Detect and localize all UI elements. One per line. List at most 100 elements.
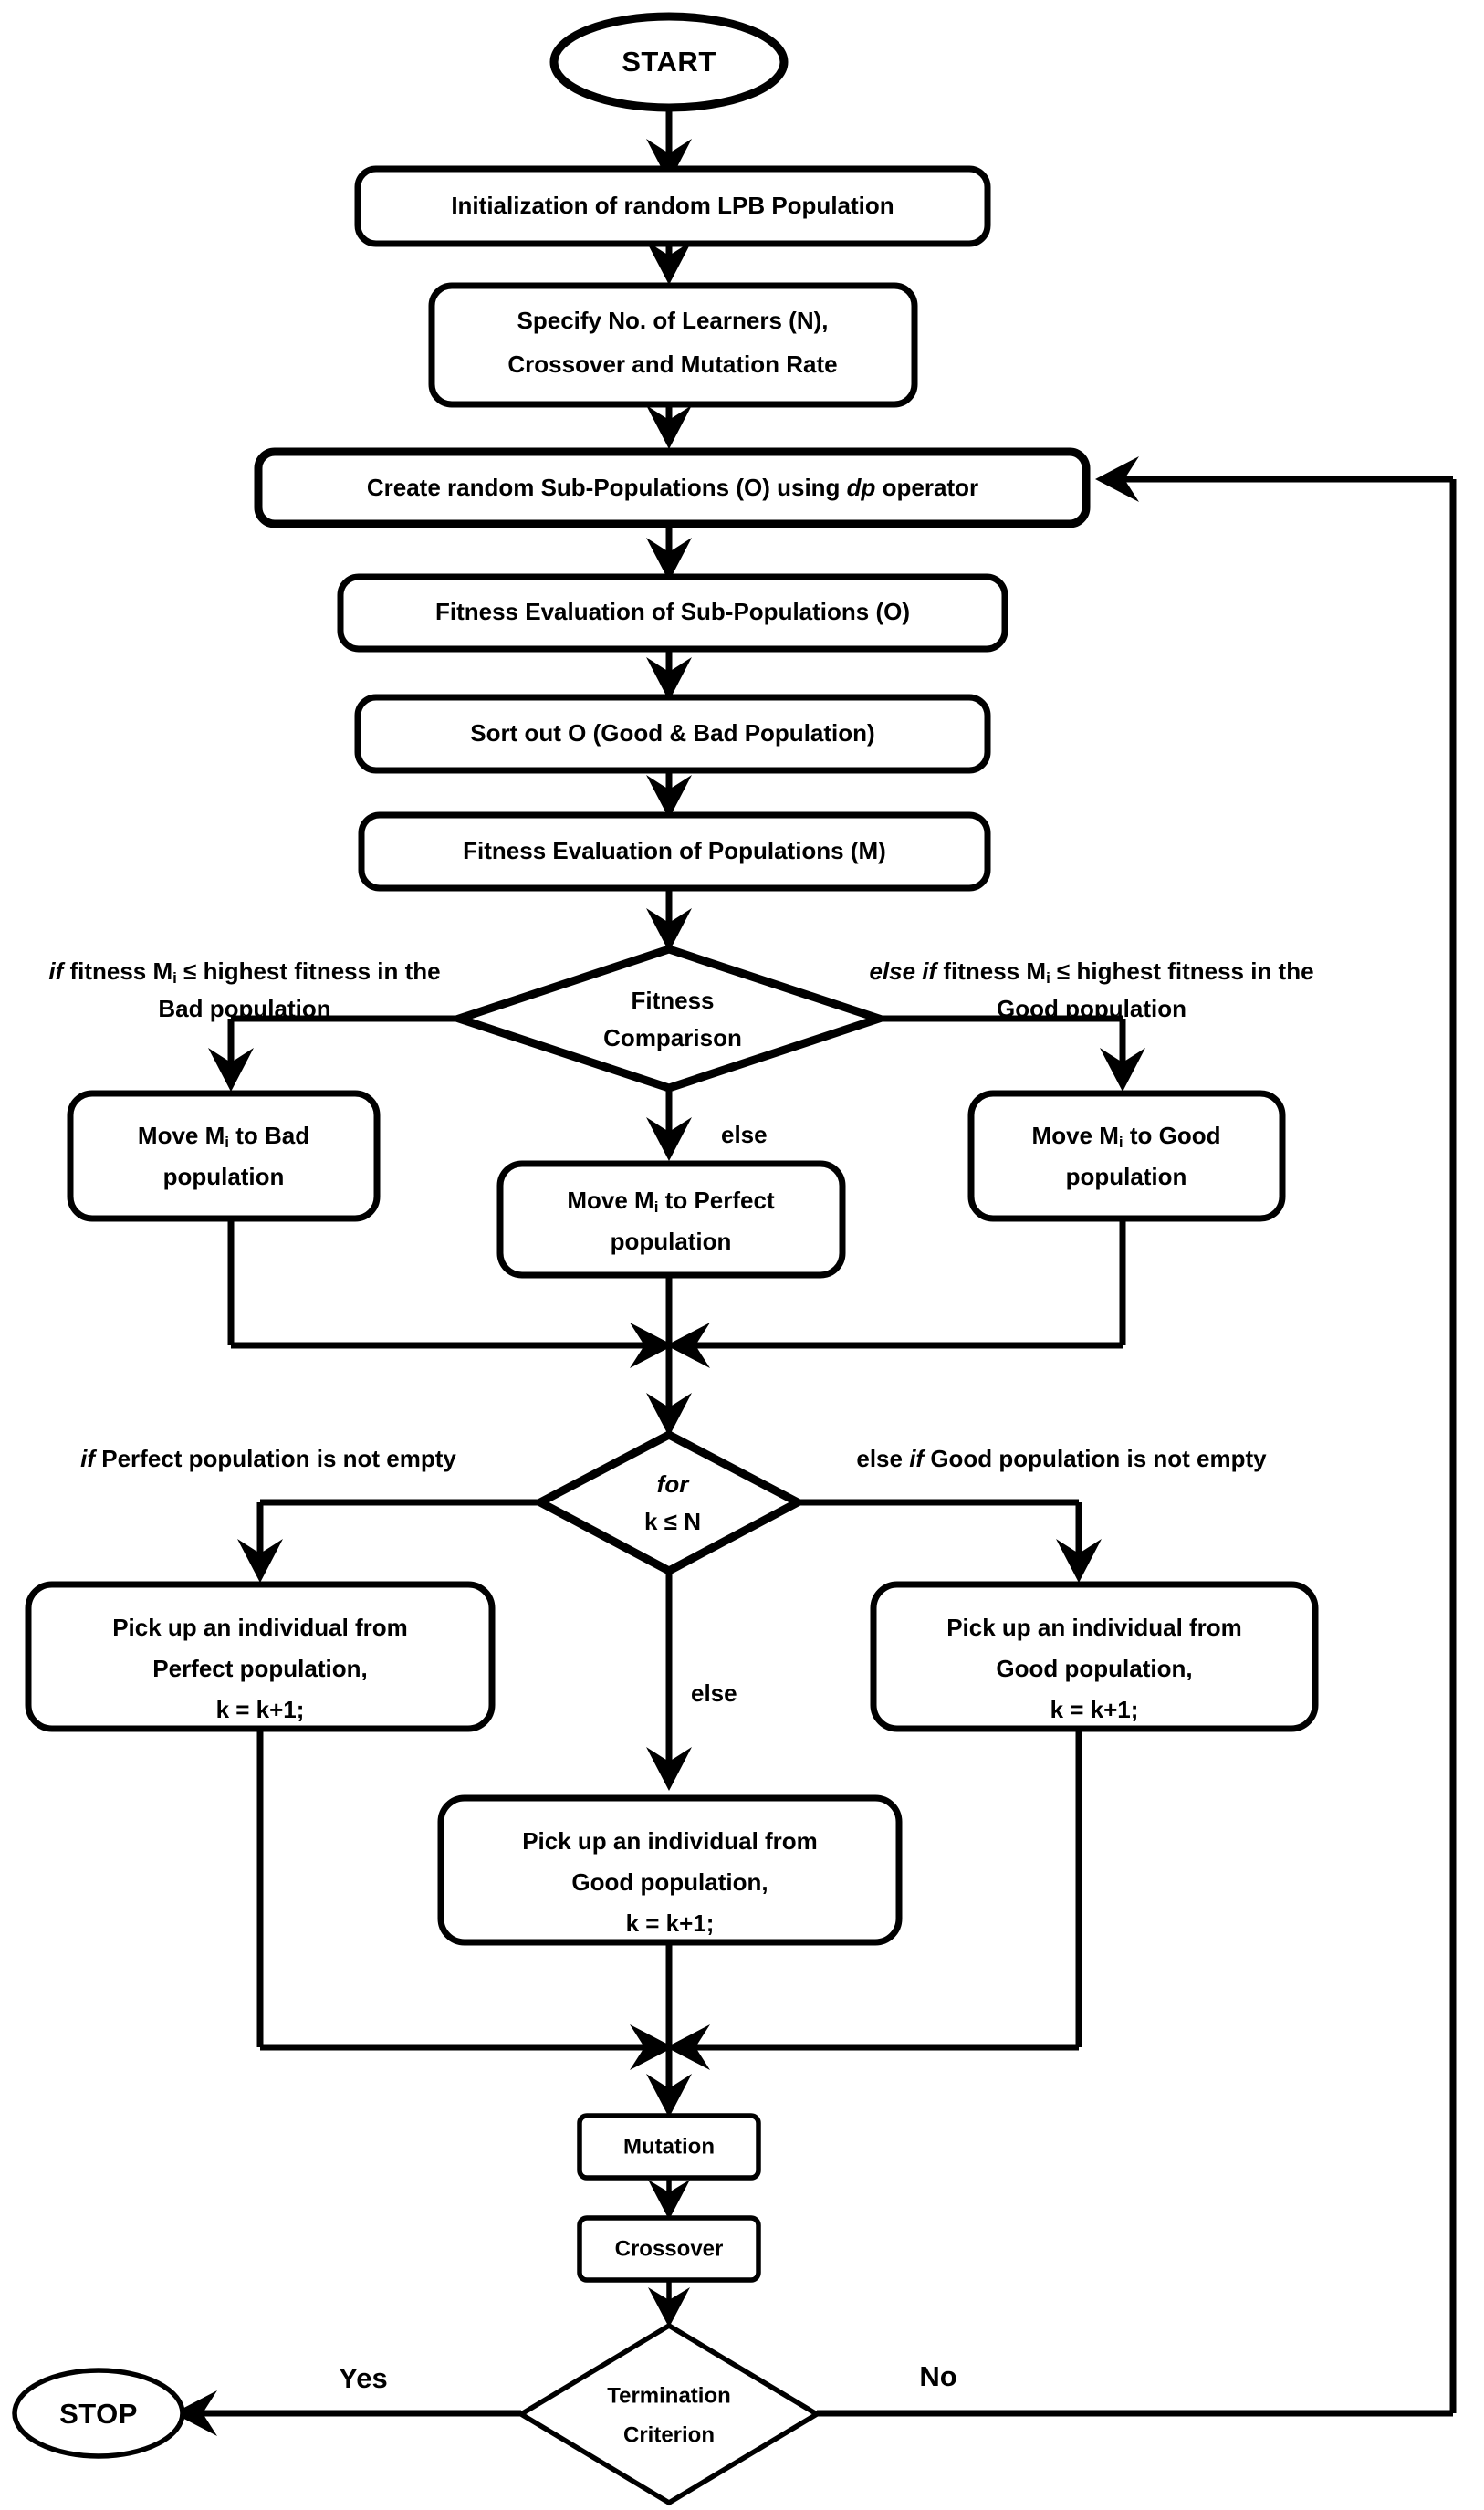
node-for-loop-line1: for bbox=[657, 1470, 691, 1498]
node-mutation[interactable]: Mutation bbox=[577, 2113, 761, 2181]
elseif-goodpop-ital: if bbox=[909, 1445, 925, 1472]
node-stop-label: STOP bbox=[59, 2398, 138, 2430]
move-perfect-sub: i bbox=[654, 1198, 659, 1216]
node-move-to-bad-line2: population bbox=[163, 1163, 285, 1190]
node-move-to-perfect-line1: Move Mi to Perfect bbox=[567, 1187, 775, 1217]
edge-label-elseif-good-line2: Good population bbox=[997, 995, 1186, 1022]
edge-movebad-to-merge1 bbox=[227, 1219, 674, 1368]
node-initialization[interactable]: Initialization of random LPB Population bbox=[354, 165, 991, 247]
node-move-to-good-line1: Move Mi to Good bbox=[1032, 1122, 1221, 1152]
node-fitness-eval-populations-label: Fitness Evaluation of Populations (M) bbox=[463, 837, 886, 864]
node-move-to-perfect[interactable]: Move Mi to Perfect population bbox=[496, 1160, 846, 1279]
if-bad-sub: i bbox=[172, 969, 177, 987]
edge-crossover-to-termination bbox=[648, 2276, 690, 2327]
node-pick-perfect[interactable]: Pick up an individual from Perfect popul… bbox=[25, 1581, 496, 1732]
edge-label-elseif-good: else if fitness Mi ≤ highest fitness in … bbox=[869, 957, 1313, 1022]
edge-termination-no-feedback bbox=[817, 456, 1457, 2417]
node-create-subpopulations-label: Create random Sub-Populations (O) using … bbox=[367, 474, 978, 501]
edge-label-if-bad-line1: if fitness Mi ≤ highest fitness in the bbox=[48, 957, 440, 988]
edge-label-else-for: else bbox=[691, 1679, 737, 1707]
edge-label-if-bad: if fitness Mi ≤ highest fitness in the B… bbox=[48, 957, 440, 1022]
move-perfect-rest: to Perfect bbox=[658, 1187, 774, 1214]
move-bad-rest: to Bad bbox=[229, 1122, 309, 1149]
node-move-to-good[interactable]: Move Mi to Good population bbox=[967, 1090, 1286, 1222]
node-pick-good-right[interactable]: Pick up an individual from Good populati… bbox=[870, 1581, 1319, 1732]
node-start[interactable]: START bbox=[549, 12, 789, 112]
node-crossover[interactable]: Crossover bbox=[577, 2215, 761, 2283]
create-sub-post: operator bbox=[875, 474, 978, 501]
edge-forloop-left-to-pickperfect bbox=[237, 1499, 540, 1583]
elseif-good-tail: ≤ highest fitness in the bbox=[1050, 957, 1314, 985]
node-termination-criterion[interactable]: Termination Criterion bbox=[516, 2322, 822, 2506]
move-good-rest: to Good bbox=[1123, 1122, 1221, 1149]
node-fitness-comparison[interactable]: Fitness Comparison bbox=[445, 945, 893, 1093]
node-start-label: START bbox=[622, 46, 716, 78]
edge-sortout-to-fitnesspop bbox=[646, 767, 692, 819]
elseif-goodpop-pre: else bbox=[856, 1445, 909, 1472]
node-specify-params[interactable]: Specify No. of Learners (N), Crossover a… bbox=[428, 282, 918, 408]
node-pick-good-mid-line1: Pick up an individual from bbox=[522, 1827, 818, 1855]
edge-fitnesssub-to-sortout bbox=[646, 645, 692, 701]
node-stop[interactable]: STOP bbox=[12, 2368, 185, 2459]
node-pick-perfect-line2: Perfect population, bbox=[152, 1655, 367, 1682]
node-fitness-comparison-line2: Comparison bbox=[603, 1024, 742, 1051]
edge-termination-yes-to-stop bbox=[173, 2390, 521, 2436]
node-move-to-perfect-line2: population bbox=[611, 1228, 732, 1255]
edge-label-else-for-text: else bbox=[691, 1679, 737, 1707]
node-sort-out[interactable]: Sort out O (Good & Bad Population) bbox=[354, 694, 991, 774]
move-bad-sub: i bbox=[225, 1134, 229, 1151]
edge-label-no: No bbox=[919, 2360, 956, 2392]
node-specify-line1: Specify No. of Learners (N), bbox=[517, 307, 829, 334]
node-specify-line2: Crossover and Mutation Rate bbox=[507, 350, 837, 378]
edge-merge1-to-forloop bbox=[646, 1345, 692, 1437]
node-fitness-comparison-line1: Fitness bbox=[631, 987, 714, 1014]
node-crossover-label: Crossover bbox=[615, 2236, 724, 2261]
node-fitness-eval-subpopulations-label: Fitness Evaluation of Sub-Populations (O… bbox=[435, 598, 910, 625]
move-good-prefix: Move M bbox=[1032, 1122, 1119, 1149]
edge-label-elseif-goodpop: else if Good population is not empty bbox=[856, 1445, 1267, 1472]
create-sub-dp: dp bbox=[847, 474, 876, 501]
edge-label-else-fitness-text: else bbox=[721, 1121, 768, 1148]
create-sub-pre: Create random Sub-Populations (O) using bbox=[367, 474, 847, 501]
edge-label-no-text: No bbox=[919, 2360, 956, 2392]
if-bad-ital: if bbox=[48, 957, 65, 985]
node-pick-good-right-line2: Good population, bbox=[996, 1655, 1192, 1682]
node-pick-good-right-line1: Pick up an individual from bbox=[946, 1614, 1242, 1641]
node-pick-good-mid-line2: Good population, bbox=[571, 1868, 768, 1896]
edge-label-yes-text: Yes bbox=[339, 2362, 387, 2394]
edge-comparison-left-to-movebad bbox=[208, 1015, 459, 1092]
node-for-loop[interactable]: for k ≤ N bbox=[531, 1429, 807, 1576]
if-perfect-rest: Perfect population is not empty bbox=[95, 1445, 456, 1472]
node-fitness-eval-populations[interactable]: Fitness Evaluation of Populations (M) bbox=[358, 811, 991, 892]
node-create-subpopulations[interactable]: Create random Sub-Populations (O) using … bbox=[254, 447, 1091, 528]
edge-pickgoodright-to-merge2 bbox=[666, 1729, 1082, 2070]
edge-movegood-to-merge1 bbox=[666, 1219, 1126, 1368]
edge-fitnesspop-to-comparison bbox=[646, 885, 692, 952]
elseif-goodpop-rest: Good population is not empty bbox=[924, 1445, 1267, 1472]
node-move-to-bad[interactable]: Move Mi to Bad population bbox=[67, 1090, 381, 1222]
elseif-good-sub: i bbox=[1046, 969, 1050, 987]
elseif-good-rest: fitness M bbox=[936, 957, 1046, 985]
edge-comparison-right-to-movegood bbox=[879, 1015, 1145, 1092]
move-good-sub: i bbox=[1119, 1134, 1123, 1151]
edge-comparison-bottom-to-moveperfect bbox=[646, 1086, 692, 1161]
node-pick-perfect-line3: k = k+1; bbox=[216, 1696, 305, 1723]
node-pick-good-mid-line3: k = k+1; bbox=[626, 1909, 715, 1937]
edge-label-else-fitness: else bbox=[721, 1121, 768, 1148]
node-pick-good-mid[interactable]: Pick up an individual from Good populati… bbox=[437, 1794, 903, 1946]
move-bad-prefix: Move M bbox=[138, 1122, 225, 1149]
node-move-to-good-line2: population bbox=[1066, 1163, 1187, 1190]
if-perfect-ital: if bbox=[80, 1445, 97, 1472]
edge-label-elseif-good-line1: else if fitness Mi ≤ highest fitness in … bbox=[869, 957, 1313, 988]
node-fitness-eval-subpopulations[interactable]: Fitness Evaluation of Sub-Populations (O… bbox=[337, 573, 1008, 653]
node-sort-out-label: Sort out O (Good & Bad Population) bbox=[470, 719, 874, 747]
move-perfect-prefix: Move M bbox=[567, 1187, 653, 1214]
if-bad-rest: fitness M bbox=[63, 957, 172, 985]
edge-label-if-bad-line2: Bad population bbox=[158, 995, 330, 1022]
node-move-to-bad-line1: Move Mi to Bad bbox=[138, 1122, 309, 1152]
edge-pickperfect-to-merge2 bbox=[256, 1729, 674, 2070]
edge-label-if-perfect-text: if Perfect population is not empty bbox=[80, 1445, 456, 1472]
node-termination-line1: Termination bbox=[607, 2383, 731, 2408]
